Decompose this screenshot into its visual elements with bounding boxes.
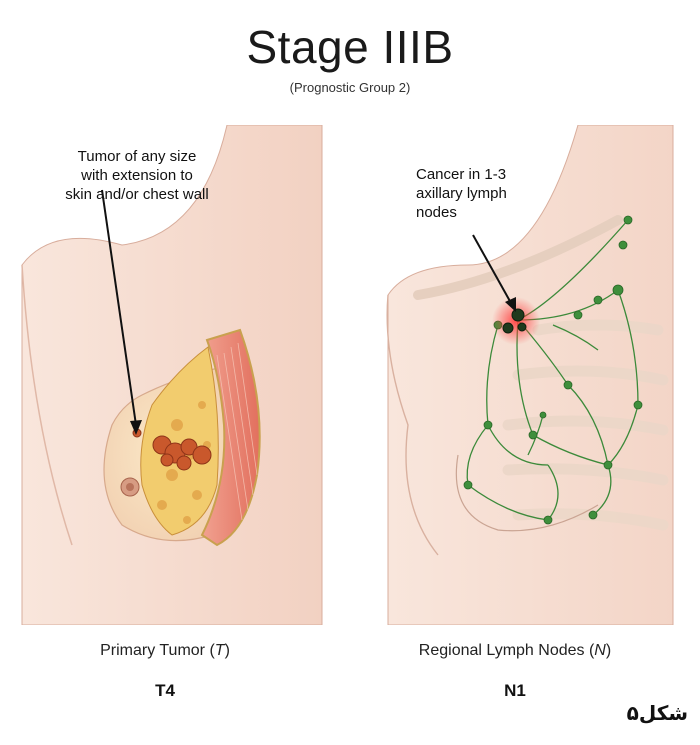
tumor-callout-line-1: Tumor of any size xyxy=(77,148,197,165)
primary-tumor-caption-close: ) xyxy=(224,642,230,659)
lymph-nodes-caption: Regional Lymph Nodes (N) xyxy=(340,642,690,660)
lymph-nodes-caption-symbol: N xyxy=(594,642,606,659)
lymph-callout: Cancer in 1-3 axillary lymph nodes xyxy=(416,165,556,222)
primary-tumor-caption-text: Primary Tumor ( xyxy=(100,642,215,659)
t-stage-label: T4 xyxy=(155,681,175,700)
tumor-callout: Tumor of any size with extension to skin… xyxy=(12,147,262,204)
primary-tumor-caption-symbol: T xyxy=(214,642,225,659)
page-title: Stage IIIB xyxy=(246,21,454,73)
figure-number-label: شکل۵ xyxy=(626,701,688,725)
primary-tumor-panel: Tumor of any size with extension to skin… xyxy=(12,125,332,625)
lymph-callout-line-2: axillary lymph xyxy=(416,185,507,202)
lymph-callout-line-1: Cancer in 1-3 xyxy=(416,166,507,183)
page-subtitle: (Prognostic Group 2) xyxy=(289,80,411,95)
lymph-callout-line-3: nodes xyxy=(416,204,457,221)
lymph-nodes-panel: Cancer in 1-3 axillary lymph nodes xyxy=(368,125,688,625)
lymph-nodes-caption-close: ) xyxy=(605,642,612,659)
primary-tumor-caption: Primary Tumor (T) xyxy=(0,642,340,660)
tumor-callout-line-2: with extension to xyxy=(81,167,193,184)
lymph-node-illustration xyxy=(386,125,674,625)
tumor-callout-line-3: skin and/or chest wall xyxy=(65,186,209,203)
n-stage-label: N1 xyxy=(504,681,526,700)
breast-tumor-illustration xyxy=(21,125,323,625)
lymph-nodes-caption-text: Regional Lymph Nodes ( xyxy=(418,642,595,659)
